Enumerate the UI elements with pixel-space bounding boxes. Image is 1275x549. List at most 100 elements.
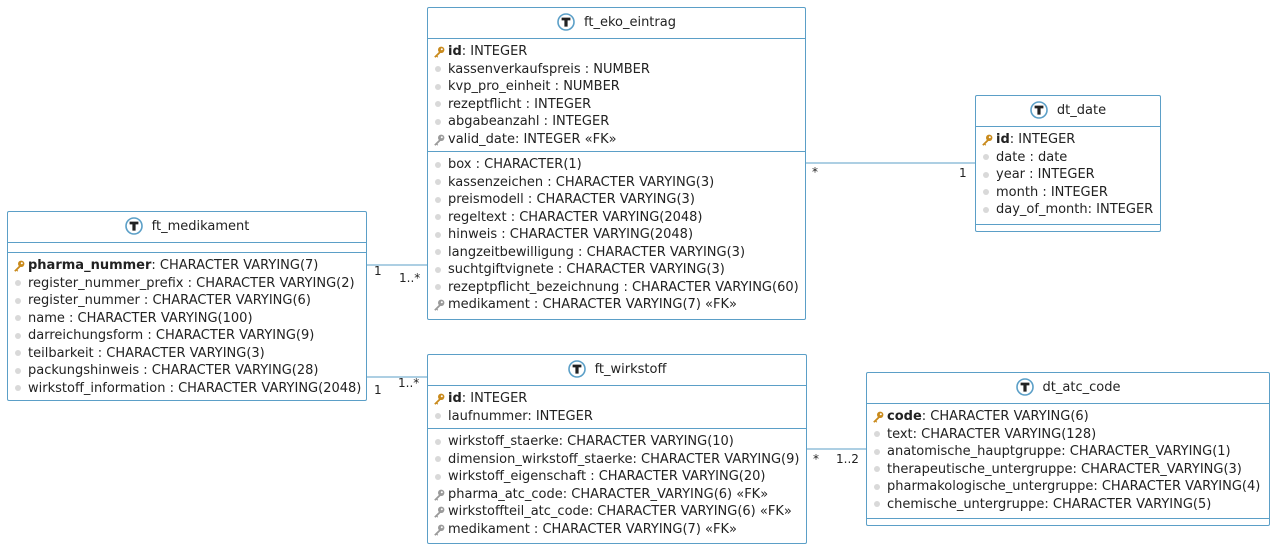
field-type: : INTEGER bbox=[1038, 184, 1108, 200]
table-field[interactable]: therapeutische_untergruppe: CHARACTER_VA… bbox=[867, 461, 1269, 479]
multiplicity-label: 1 bbox=[374, 264, 382, 278]
field-dot-icon bbox=[435, 101, 441, 107]
primary-key-icon bbox=[14, 260, 25, 272]
table-field[interactable]: regeltext : CHARACTER VARYING(2048) bbox=[428, 209, 805, 227]
entity-title: dt_date bbox=[1056, 102, 1107, 118]
table-field[interactable]: preismodell : CHARACTER VARYING(3) bbox=[428, 191, 805, 209]
entity-header[interactable]: ft_wirkstoff bbox=[428, 355, 806, 386]
table-field[interactable]: year : INTEGER bbox=[976, 166, 1160, 184]
entity-title: ft_wirkstoff bbox=[594, 361, 667, 377]
foreign-key-field[interactable]: pharma_atc_code: CHARACTER_VARYING(6) «F… bbox=[428, 486, 806, 504]
table-field[interactable]: pharmakologische_untergruppe: CHARACTER … bbox=[867, 478, 1269, 496]
entity-header[interactable]: ft_medikament bbox=[8, 212, 366, 243]
field-dot-icon bbox=[435, 83, 441, 90]
primary-key-field[interactable]: pharma_nummer: CHARACTER VARYING(7) bbox=[8, 257, 366, 275]
field-dot-icon bbox=[15, 297, 21, 304]
primary-key-field[interactable]: id: INTEGER bbox=[428, 390, 806, 408]
entity-header[interactable]: ft_eko_eintrag bbox=[428, 8, 805, 39]
entity-title: ft_eko_eintrag bbox=[584, 14, 676, 30]
table-field[interactable]: kassenverkaufspreis : NUMBER bbox=[428, 61, 805, 79]
table-field[interactable]: text: CHARACTER VARYING(128) bbox=[867, 426, 1269, 444]
field-type: : NUMBER bbox=[580, 61, 650, 77]
field-dot-icon bbox=[435, 456, 441, 462]
primary-key-field[interactable]: id: INTEGER bbox=[428, 43, 805, 61]
field-type: : INTEGER bbox=[539, 114, 610, 129]
field-name: box bbox=[448, 157, 472, 172]
section-divider bbox=[428, 151, 805, 152]
table-field[interactable]: rezeptpflicht_bezeichnung : CHARACTER VA… bbox=[428, 279, 805, 297]
field-dot-icon bbox=[435, 284, 441, 290]
table-field[interactable]: anatomische_hauptgruppe: CHARACTER_VARYI… bbox=[867, 443, 1269, 461]
field-type: : CHARACTER VARYING(2) bbox=[183, 275, 355, 291]
entity-dt-atc-code[interactable]: dt_atc_code code: CHARACTER VARYING(6)tex… bbox=[866, 372, 1270, 526]
field-dot-icon bbox=[435, 473, 441, 480]
table-field[interactable]: hinweis : CHARACTER VARYING(2048) bbox=[428, 226, 805, 244]
table-icon bbox=[567, 359, 586, 378]
section-divider bbox=[867, 518, 1269, 519]
foreign-key-field[interactable]: medikament : CHARACTER VARYING(7) «FK» bbox=[428, 296, 805, 314]
table-field[interactable]: wirkstoff_information : CHARACTER VARYIN… bbox=[8, 380, 366, 398]
table-field[interactable]: register_nummer : CHARACTER VARYING(6) bbox=[8, 292, 366, 310]
field-dot-icon bbox=[435, 118, 441, 125]
field-name: chemische_untergruppe bbox=[887, 496, 1045, 512]
table-field[interactable]: teilbarkeit : CHARACTER VARYING(3) bbox=[8, 345, 366, 363]
field-type: : CHARACTER(1) bbox=[471, 157, 582, 172]
field-type: : INTEGER bbox=[1087, 202, 1154, 217]
field-type: : INTEGER bbox=[1009, 132, 1076, 147]
field-type: : CHARACTER VARYING(9) bbox=[632, 451, 800, 467]
field-dot-icon bbox=[435, 179, 441, 185]
field-type: : CHARACTER_VARYING(3) bbox=[1072, 461, 1242, 477]
primary-key-icon bbox=[873, 411, 884, 423]
field-dot-icon bbox=[15, 315, 21, 321]
field-dot-icon bbox=[15, 367, 21, 374]
table-field[interactable]: dimension_wirkstoff_staerke: CHARACTER V… bbox=[428, 451, 806, 469]
entity-header[interactable]: dt_date bbox=[976, 96, 1160, 127]
table-field[interactable]: laufnummer: INTEGER bbox=[428, 408, 806, 426]
table-field[interactable]: rezeptflicht : INTEGER bbox=[428, 96, 805, 114]
table-field[interactable]: wirkstoff_eigenschaft : CHARACTER VARYIN… bbox=[428, 468, 806, 486]
field-dot-icon bbox=[983, 171, 989, 178]
field-dot-icon bbox=[435, 249, 441, 255]
field-type: : NUMBER bbox=[550, 79, 620, 94]
foreign-key-field[interactable]: medikament : CHARACTER VARYING(7) «FK» bbox=[428, 521, 806, 539]
entity-ft-medikament[interactable]: ft_medikament pharma_nummer: CHARACTER VA… bbox=[7, 211, 367, 401]
table-field[interactable]: langzeitbewilligung : CHARACTER VARYING(… bbox=[428, 244, 805, 262]
primary-key-field[interactable]: id: INTEGER bbox=[976, 131, 1160, 149]
field-type: : INTEGER bbox=[527, 408, 593, 424]
field-name: kvp_pro_einheit bbox=[448, 79, 551, 94]
table-field[interactable]: chemische_untergruppe: CHARACTER VARYING… bbox=[867, 496, 1269, 514]
field-name: wirkstoffteil_atc_code bbox=[448, 504, 589, 519]
table-field[interactable]: abgabeanzahl : INTEGER bbox=[428, 113, 805, 131]
field-type: : CHARACTER VARYING(60) bbox=[619, 279, 799, 295]
field-type: : INTEGER bbox=[461, 391, 528, 406]
table-field[interactable]: day_of_month: INTEGER bbox=[976, 201, 1160, 219]
field-dot-icon bbox=[983, 154, 989, 160]
table-field[interactable]: name : CHARACTER VARYING(100) bbox=[8, 310, 366, 328]
table-field[interactable]: darreichungsform : CHARACTER VARYING(9) bbox=[8, 327, 366, 345]
table-field[interactable]: register_nummer_prefix : CHARACTER VARYI… bbox=[8, 275, 366, 293]
field-type: : CHARACTER VARYING(3) bbox=[543, 174, 715, 190]
table-field[interactable]: wirkstoff_staerke: CHARACTER VARYING(10) bbox=[428, 433, 806, 451]
table-field[interactable]: suchtgiftvignete : CHARACTER VARYING(3) bbox=[428, 261, 805, 279]
primary-key-field[interactable]: code: CHARACTER VARYING(6) bbox=[867, 408, 1269, 426]
foreign-key-field[interactable]: wirkstoffteil_atc_code: CHARACTER VARYIN… bbox=[428, 503, 806, 521]
entity-header[interactable]: dt_atc_code bbox=[867, 373, 1269, 404]
field-type: : CHARACTER VARYING(2048) bbox=[165, 380, 362, 396]
table-field[interactable]: kassenzeichen : CHARACTER VARYING(3) bbox=[428, 174, 805, 192]
table-field[interactable]: packungshinweis : CHARACTER VARYING(28) bbox=[8, 362, 366, 380]
table-field[interactable]: month : INTEGER bbox=[976, 184, 1160, 202]
table-field[interactable]: kvp_pro_einheit : NUMBER bbox=[428, 78, 805, 96]
field-dot-icon bbox=[435, 214, 441, 220]
table-field[interactable]: date : date bbox=[976, 149, 1160, 167]
field-name: medikament bbox=[448, 297, 530, 312]
foreign-key-icon bbox=[434, 134, 445, 146]
table-field[interactable]: box : CHARACTER(1) bbox=[428, 156, 805, 174]
entity-title: ft_medikament bbox=[151, 218, 250, 234]
primary-key-icon bbox=[982, 134, 993, 146]
foreign-key-field[interactable]: valid_date: INTEGER «FK» bbox=[428, 131, 805, 149]
field-dot-icon bbox=[435, 438, 441, 445]
